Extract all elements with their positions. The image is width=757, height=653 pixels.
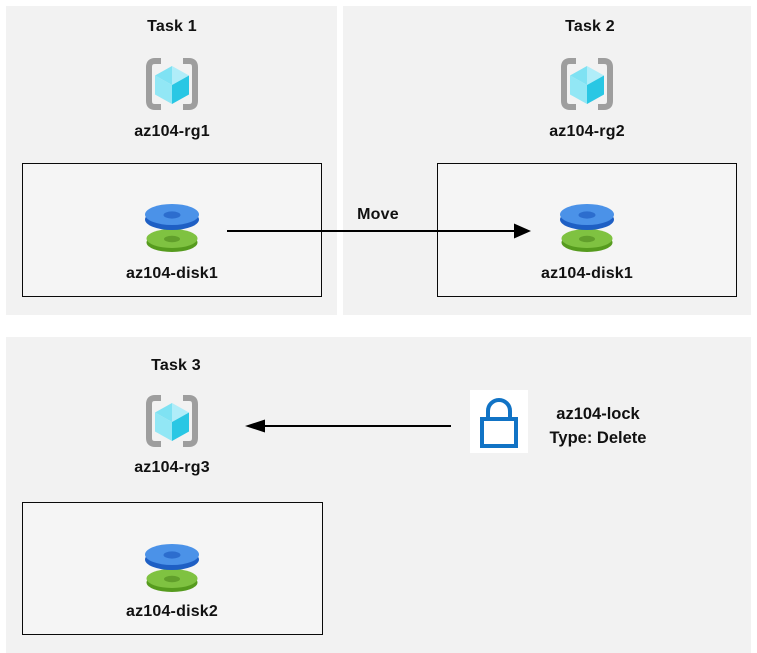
task3-rg-label: az104-rg3 [134,459,210,476]
disk-icon [142,199,202,257]
task2-title: Task 2 [565,18,615,35]
lock-type-label: Type: Delete [549,429,647,447]
resource-group-icon [557,54,617,114]
disk-icon [557,199,617,257]
task1-disk-label: az104-disk1 [125,265,219,282]
task3-title: Task 3 [151,357,201,374]
disk-icon [142,539,202,597]
resource-group-icon [142,54,202,114]
task2-disk-label: az104-disk1 [540,265,634,282]
lock-name-label: az104-lock [556,405,640,423]
right-arrow-icon [227,223,531,239]
move-arrow-label: Move [357,206,399,223]
lock-tile [470,390,528,453]
task2-rg-label: az104-rg2 [549,123,625,140]
task1-title: Task 1 [147,18,197,35]
resource-group-icon [142,391,202,451]
task3-disk-label: az104-disk2 [125,603,219,620]
lock-caption: az104-lock Type: Delete [528,402,668,450]
lock-icon [480,398,518,448]
left-arrow-icon [245,419,451,433]
task1-rg-label: az104-rg1 [134,123,210,140]
